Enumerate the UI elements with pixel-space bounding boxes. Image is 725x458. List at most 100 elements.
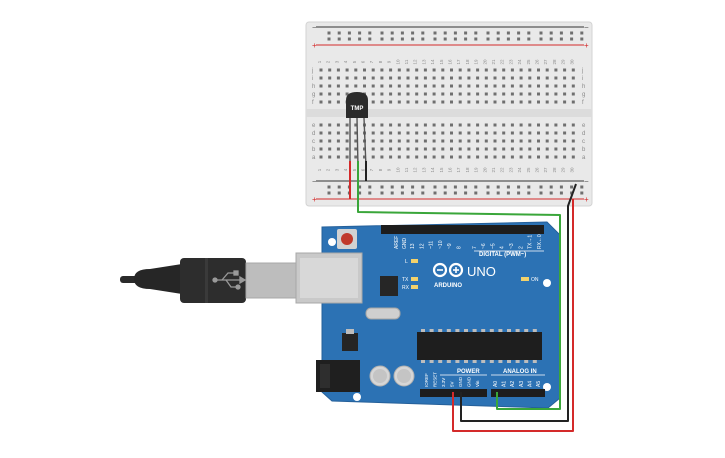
row-letter-b: b (312, 147, 316, 153)
digital-pin-label: RX←0 (537, 234, 543, 249)
breadboard-hole (336, 123, 340, 127)
breadboard-hole (423, 131, 427, 135)
breadboard-hole (510, 155, 514, 159)
chip-pin (464, 329, 468, 332)
rail-hole (337, 37, 341, 41)
breadboard-hole (336, 84, 340, 88)
sensor-leg-middle (356, 117, 359, 168)
digital-pin-header (381, 225, 544, 234)
breadboard-hole (458, 147, 462, 151)
rail-hole (327, 37, 331, 41)
sensor-label: TMP (351, 106, 364, 112)
rail-hole (474, 37, 478, 41)
row-letter-c: c (312, 139, 315, 145)
chip-pin (507, 360, 511, 363)
breadboard-hole (545, 155, 549, 159)
breadboard-hole (467, 68, 471, 72)
breadboard-hole (328, 147, 332, 151)
breadboard-hole (423, 123, 427, 127)
breadboard-hole (458, 84, 462, 88)
rail-hole (570, 31, 574, 35)
rail-hole (559, 37, 563, 41)
rail-hole (517, 37, 521, 41)
breadboard-hole (476, 123, 480, 127)
usb-cable (120, 258, 301, 303)
column-number: 10 (395, 167, 400, 173)
column-number: 13 (421, 167, 426, 173)
breadboard-hole (415, 147, 419, 151)
column-number: 20 (482, 167, 487, 173)
breadboard-hole (484, 68, 488, 72)
breadboard-hole (380, 139, 384, 143)
breadboard-hole (380, 100, 384, 104)
breadboard-hole (528, 139, 532, 143)
breadboard-hole (519, 68, 523, 72)
breadboard-hole (528, 155, 532, 159)
rail-hole (517, 191, 521, 195)
rail-hole (506, 31, 510, 35)
rail-hole (486, 37, 490, 41)
rail-hole (486, 185, 490, 189)
rail-hole (411, 37, 415, 41)
breadboard-hole (493, 68, 497, 72)
digital-label: DIGITAL (PWM~) (479, 252, 526, 258)
digital-pin-label: 13 (410, 243, 416, 249)
breadboard-hole (380, 68, 384, 72)
column-number: 15 (439, 167, 444, 173)
breadboard-hole (441, 100, 445, 104)
rail-hole (506, 185, 510, 189)
breadboard-hole (450, 100, 453, 104)
rail-hole (443, 191, 447, 195)
reset-button[interactable] (341, 233, 353, 245)
breadboard-hole (441, 123, 445, 127)
breadboard-hole (519, 147, 523, 151)
breadboard-hole (537, 131, 540, 135)
breadboard-hole (363, 68, 366, 72)
chip-pin (489, 329, 494, 332)
chip-pin (524, 329, 529, 332)
digital-pin-label: 2 (518, 246, 524, 249)
breadboard-hole (545, 76, 549, 80)
breadboard-hole (423, 147, 427, 151)
rail-hole (390, 37, 394, 41)
column-number: 23 (508, 59, 513, 65)
column-number: 22 (500, 167, 505, 173)
rail-hole (570, 185, 574, 189)
breadboard-hole (554, 139, 558, 143)
breadboard-hole (336, 139, 340, 143)
breadboard-hole (423, 100, 427, 104)
digital-pin-label: 12 (419, 243, 425, 249)
breadboard-hole (450, 123, 453, 127)
breadboard-hole (519, 84, 523, 88)
column-number: 8 (378, 168, 383, 171)
column-number: 11 (404, 59, 409, 64)
breadboard-hole (389, 139, 393, 143)
breadboard-hole (528, 76, 532, 80)
breadboard-hole (319, 84, 323, 88)
rail-hole (549, 185, 553, 189)
pin-label-aref: AREF (394, 236, 400, 249)
breadboard-hole (450, 131, 453, 135)
mount-hole-right-upper (543, 279, 551, 287)
breadboard-hole (519, 139, 523, 143)
breadboard-hole (389, 100, 393, 104)
breadboard-hole (389, 76, 393, 80)
breadboard-hole (406, 76, 410, 80)
wire-black-gnd-to-minus-rail (460, 183, 577, 422)
row-letter-g: g (312, 92, 315, 98)
column-number: 5 (352, 168, 357, 171)
column-number: 4 (343, 168, 348, 171)
digital-pin-label: 7 (472, 246, 478, 249)
column-number: 17 (456, 59, 461, 65)
breadboard-hole (363, 76, 366, 80)
analog-pin-label: A0 (493, 381, 499, 387)
chip-pin (515, 329, 520, 332)
row-letter-i-right: i (582, 76, 583, 82)
breadboard-hole (528, 147, 532, 151)
chip-pin (421, 329, 425, 332)
breadboard-hole (493, 92, 497, 96)
breadboard-hole (467, 155, 471, 159)
rail-hole (580, 191, 584, 195)
chip-pin (429, 329, 434, 332)
top-rail-minus-left: − (312, 23, 317, 32)
